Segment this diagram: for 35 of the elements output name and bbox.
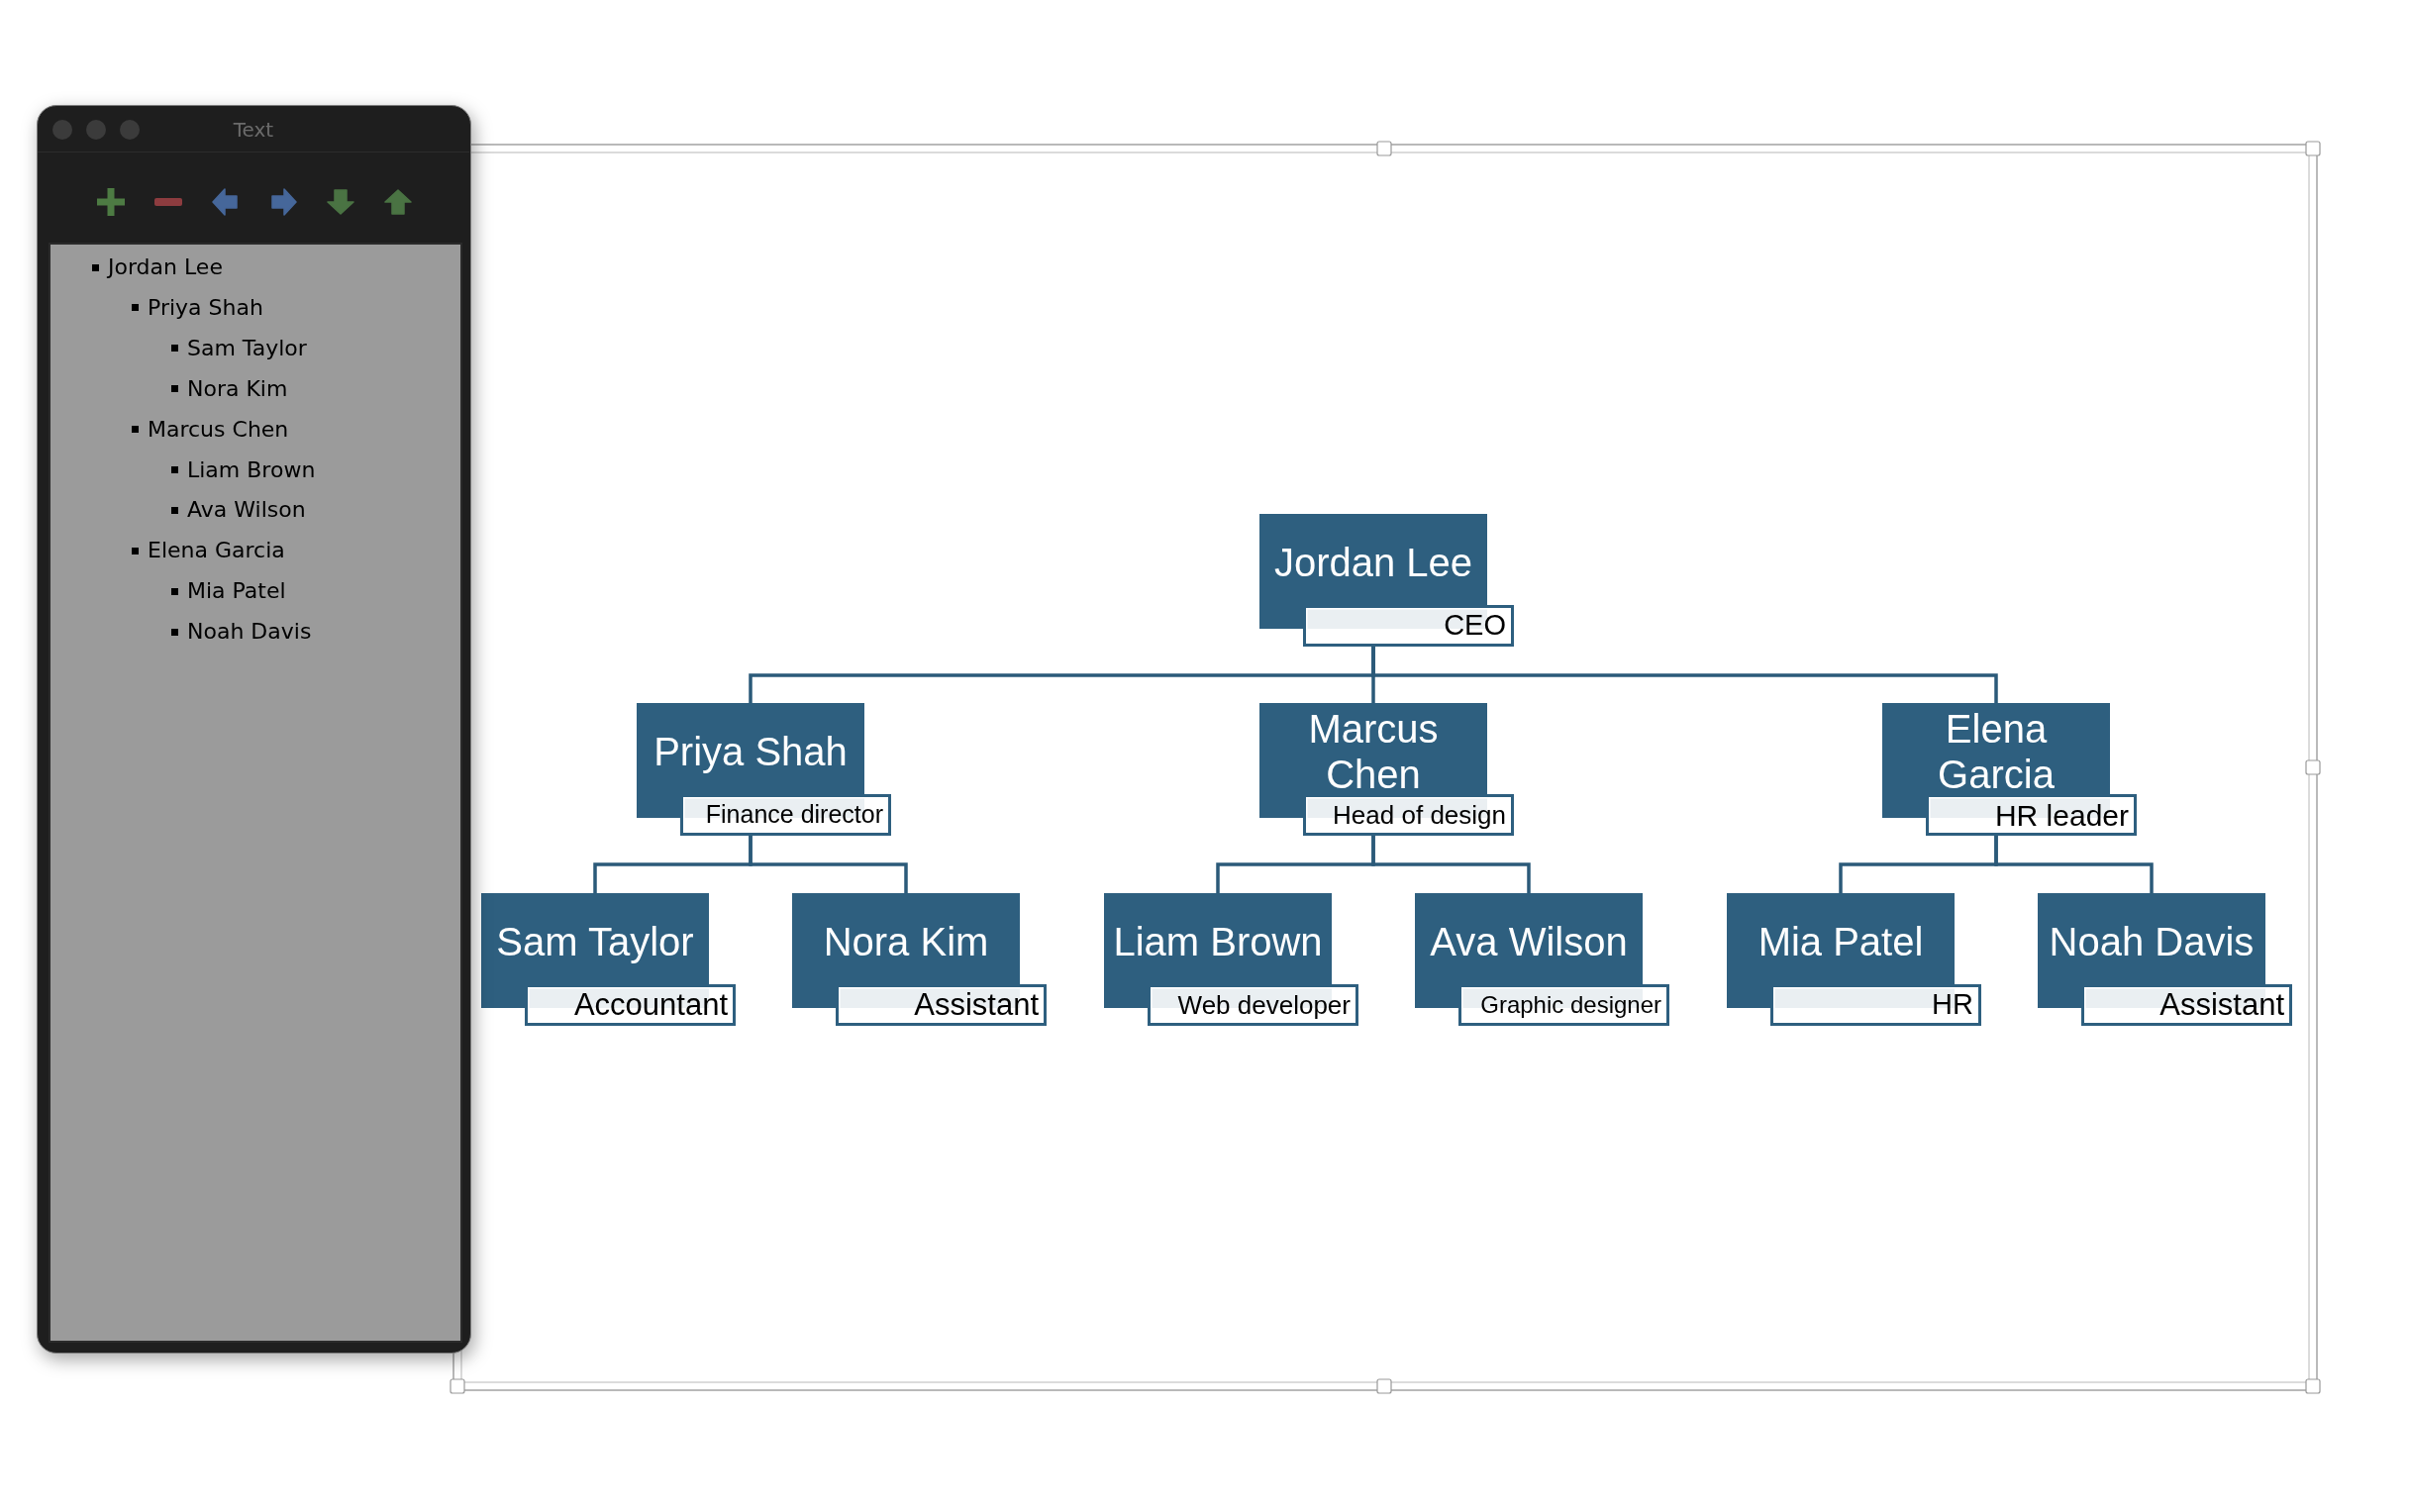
person-name: Marcus Chen	[1308, 707, 1439, 796]
person-name: Noah Davis	[2049, 920, 2255, 963]
outline-item: Nora Kim	[187, 375, 288, 402]
connector-line	[1371, 647, 1998, 703]
job-title: HR leader	[1994, 798, 2129, 832]
job-title: Web developer	[1177, 990, 1351, 1020]
job-title: Accountant	[573, 987, 728, 1023]
connector-line	[1994, 836, 2154, 893]
connector-line	[749, 836, 908, 893]
outline-item: Priya Shah	[148, 294, 263, 321]
window-title: Text	[233, 118, 274, 142]
outline-item: Liam Brown	[187, 456, 316, 483]
job-title: Assistant	[914, 987, 1039, 1023]
job-title: Finance director	[705, 801, 883, 829]
job-title: Assistant	[2159, 987, 2284, 1023]
person-name: Jordan Lee	[1273, 541, 1473, 584]
person-name: Nora Kim	[823, 920, 989, 963]
person-name: Priya Shah	[653, 730, 848, 773]
job-title: Head of design	[1333, 800, 1506, 830]
outline-item: Jordan Lee	[108, 254, 223, 280]
outline-item: Elena Garcia	[148, 538, 285, 564]
outline-item: Sam Taylor	[187, 335, 307, 361]
outline-item: Ava Wilson	[187, 497, 306, 524]
job-title: CEO	[1444, 610, 1506, 642]
outline-item: Marcus Chen	[148, 416, 289, 443]
person-name: Liam Brown	[1113, 920, 1323, 963]
person-name: Elena Garcia	[1938, 707, 2055, 796]
person-name: Ava Wilson	[1430, 920, 1628, 963]
connector-line	[1371, 836, 1531, 893]
person-name: Mia Patel	[1757, 920, 1924, 963]
outline-item: Mia Patel	[187, 578, 286, 605]
outline-item: Noah Davis	[187, 619, 312, 646]
person-name: Sam Taylor	[496, 920, 694, 963]
job-title: Graphic designer	[1480, 991, 1661, 1019]
job-title: HR	[1932, 989, 1973, 1021]
